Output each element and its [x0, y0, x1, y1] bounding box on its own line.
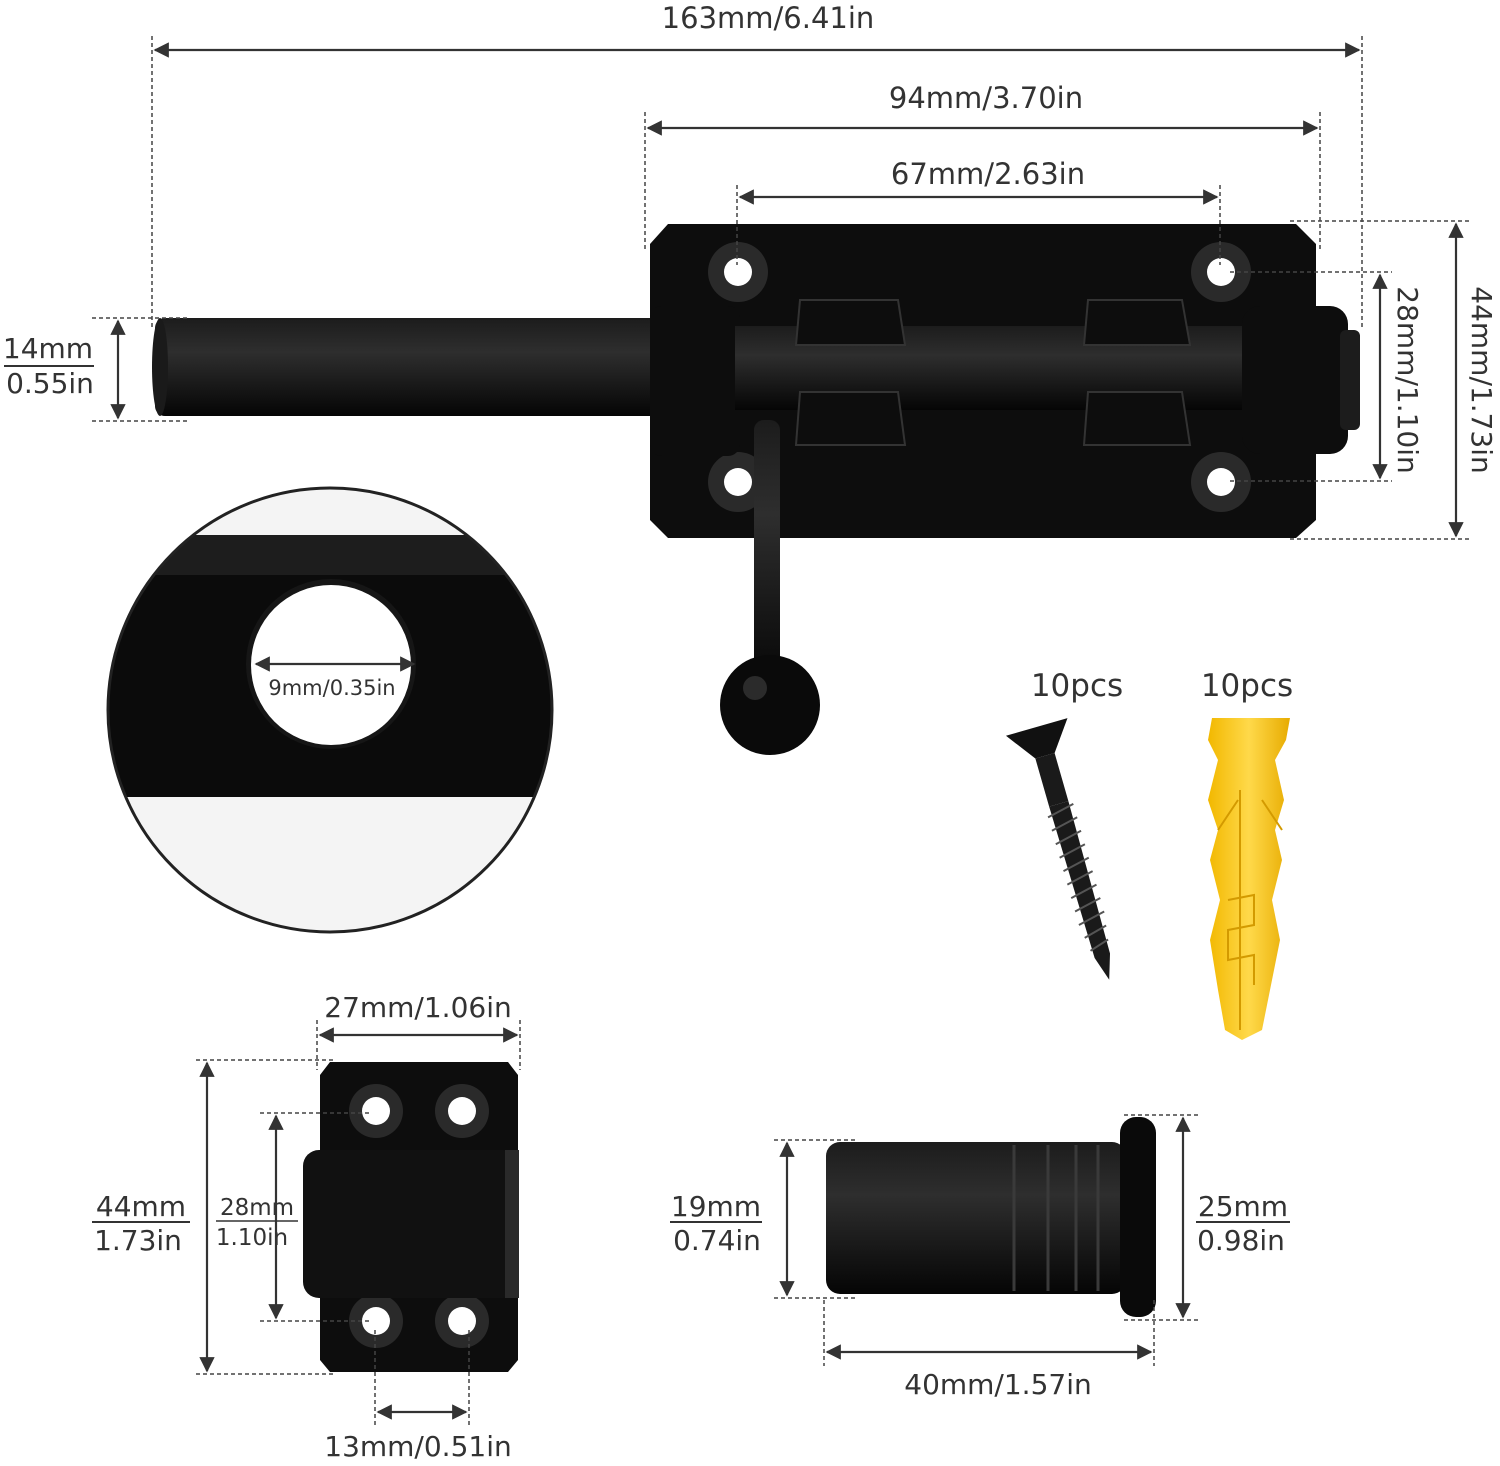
keeper-hole-v-mm-label: 28mm	[220, 1195, 294, 1221]
keeper-sleeve	[303, 1150, 519, 1298]
bolt-end-cap	[1242, 306, 1348, 454]
bolt-guides	[794, 299, 1192, 446]
bolt-keeper	[303, 1062, 519, 1372]
keeper-dimension-lines	[196, 1020, 521, 1425]
wood-screw: 10pcs	[1005, 668, 1123, 980]
plate-length-label: 94mm/3.70in	[889, 81, 1083, 115]
stopper-dimension-labels: 19mm 0.74in 25mm 0.98in 40mm/1.57in	[670, 1190, 1290, 1401]
keeper-hole-h-label: 13mm/0.51in	[324, 1430, 511, 1463]
keeper-hole-v-in-label: 1.10in	[216, 1225, 288, 1251]
overall-length-label: 163mm/6.41in	[662, 1, 875, 35]
main-bolt-latch	[152, 224, 1360, 755]
hole-diameter-label: 9mm/0.35in	[268, 676, 395, 700]
hole-spacing-label: 67mm/2.63in	[891, 157, 1085, 191]
bolt-handle-stem	[754, 420, 780, 690]
stopper-body	[826, 1142, 1126, 1294]
main-dimension-labels: 163mm/6.41in 94mm/3.70in 67mm/2.63in 14m…	[3, 1, 1498, 474]
bolt-diameter-mm-label: 14mm	[3, 332, 93, 365]
wall-anchor: 10pcs	[1201, 668, 1293, 1040]
bolt-rod	[155, 318, 675, 416]
stopper-length-label: 40mm/1.57in	[904, 1368, 1091, 1401]
floor-stopper	[826, 1117, 1156, 1317]
keeper-height-mm-label: 44mm	[96, 1190, 186, 1223]
stopper-flange	[1120, 1117, 1156, 1317]
bolt-handle-knob	[720, 655, 820, 755]
plate-height-label: 44mm/1.73in	[1465, 286, 1498, 473]
keeper-height-in-label: 1.73in	[94, 1224, 182, 1257]
keeper-dimension-labels: 27mm/1.06in 44mm 1.73in 28mm 1.10in 13mm…	[92, 991, 512, 1463]
stopper-flange-in-label: 0.98in	[1197, 1224, 1285, 1257]
bolt-collar-left	[650, 306, 740, 456]
screws-qty-label: 10pcs	[1031, 668, 1123, 704]
stopper-dimension-lines	[774, 1114, 1198, 1366]
latch-screw-holes	[708, 242, 1251, 512]
main-dimension-lines	[92, 36, 1470, 540]
keeper-width-label: 27mm/1.06in	[324, 991, 511, 1024]
anchors-qty-label: 10pcs	[1201, 668, 1293, 704]
bolt-diameter-in-label: 0.55in	[6, 367, 94, 400]
hole-zoom-detail: 9mm/0.35in	[106, 486, 554, 934]
stopper-flange-mm-label: 25mm	[1198, 1190, 1288, 1223]
stopper-diameter-mm-label: 19mm	[671, 1190, 761, 1223]
stopper-diameter-in-label: 0.74in	[673, 1224, 761, 1257]
plate-hole-spacing-v-label: 28mm/1.10in	[1391, 286, 1424, 473]
